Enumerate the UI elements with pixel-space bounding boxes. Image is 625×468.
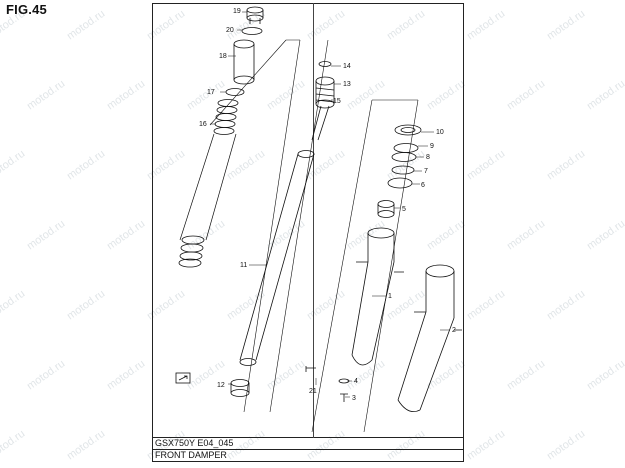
fork-spring-bottom xyxy=(178,235,205,268)
callout-9: 9 xyxy=(430,143,434,150)
cap-bolt xyxy=(246,6,264,24)
callout-11: 11 xyxy=(240,262,247,269)
outer-tube-guide-lines xyxy=(311,99,419,433)
callout-14: 14 xyxy=(343,63,351,70)
callout-8: 8 xyxy=(426,154,430,161)
inner-tube-guide-lines xyxy=(243,39,329,413)
o-ring xyxy=(241,27,263,35)
callout-15: 15 xyxy=(333,98,341,105)
diagram-frame xyxy=(152,3,464,438)
callout-3: 3 xyxy=(352,395,356,402)
frame-center-divider xyxy=(313,3,314,438)
inner-tube xyxy=(239,150,315,366)
callout-19: 19 xyxy=(233,8,241,15)
outer-tube-right xyxy=(397,264,462,413)
callout-6: 6 xyxy=(421,182,425,189)
callout-2: 2 xyxy=(452,327,456,334)
front-direction-arrow xyxy=(175,372,191,384)
damper-rod-assembly xyxy=(311,61,335,141)
callout-4: 4 xyxy=(354,378,358,385)
callout-10: 10 xyxy=(436,129,444,136)
callout-17: 17 xyxy=(207,89,215,96)
model-code: GSX750Y E04_045 xyxy=(152,438,464,450)
callout-18: 18 xyxy=(219,53,227,60)
callout-12: 12 xyxy=(217,382,225,389)
spring-envelope xyxy=(179,133,237,241)
drain-bolt-gasket xyxy=(305,366,350,402)
callout-13: 13 xyxy=(343,81,351,88)
callout-16: 16 xyxy=(199,121,207,128)
assembly-bracket-left xyxy=(209,39,300,126)
section-name: FRONT DAMPER xyxy=(152,450,464,462)
callout-7: 7 xyxy=(424,168,428,175)
outer-tube-left xyxy=(351,227,404,366)
oil-seal-stack xyxy=(377,124,422,218)
callout-1: 1 xyxy=(388,293,392,300)
figure-title: FIG.45 xyxy=(6,2,47,17)
callout-21: 21 xyxy=(309,388,317,395)
spacer-tube xyxy=(233,39,255,85)
callout-20: 20 xyxy=(226,27,234,34)
slide-bushing xyxy=(230,379,250,397)
fork-spring-top xyxy=(213,99,239,135)
callout-5: 5 xyxy=(402,206,406,213)
